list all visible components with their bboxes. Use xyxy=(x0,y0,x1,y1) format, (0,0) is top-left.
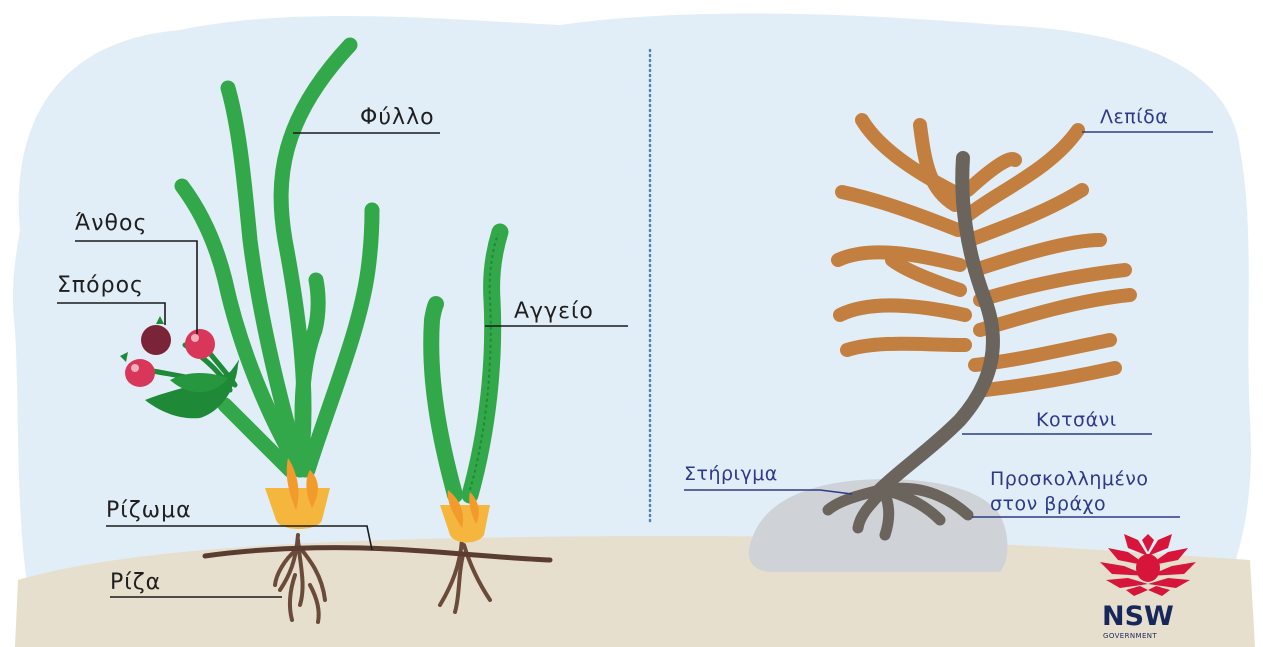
seed-icon xyxy=(141,325,171,355)
label-stalk: Κοτσάνι xyxy=(1036,409,1117,431)
logo-text: NSW xyxy=(1102,601,1174,632)
label-root: Ρίζα xyxy=(110,570,161,595)
label-flower: Άνθος xyxy=(75,211,147,236)
label-attached-line1: Προσκολλημένο xyxy=(990,468,1148,490)
label-scale: Λεπίδα xyxy=(1100,106,1168,128)
seabed-ground xyxy=(15,536,1255,647)
label-vessel: Αγγείο xyxy=(514,299,594,324)
label-attached-line2: στον βράχο xyxy=(990,493,1106,515)
label-leaf: Φύλλο xyxy=(360,105,435,130)
logo-subtext: GOVERNMENT xyxy=(1103,632,1157,640)
label-holdfast: Στήριγμα xyxy=(684,463,778,485)
flower-bud-icon-2 xyxy=(125,359,155,387)
label-seed: Σπόρος xyxy=(57,273,144,298)
flower-bud-icon xyxy=(185,329,215,359)
label-rhizome: Ρίζωμα xyxy=(106,498,192,523)
